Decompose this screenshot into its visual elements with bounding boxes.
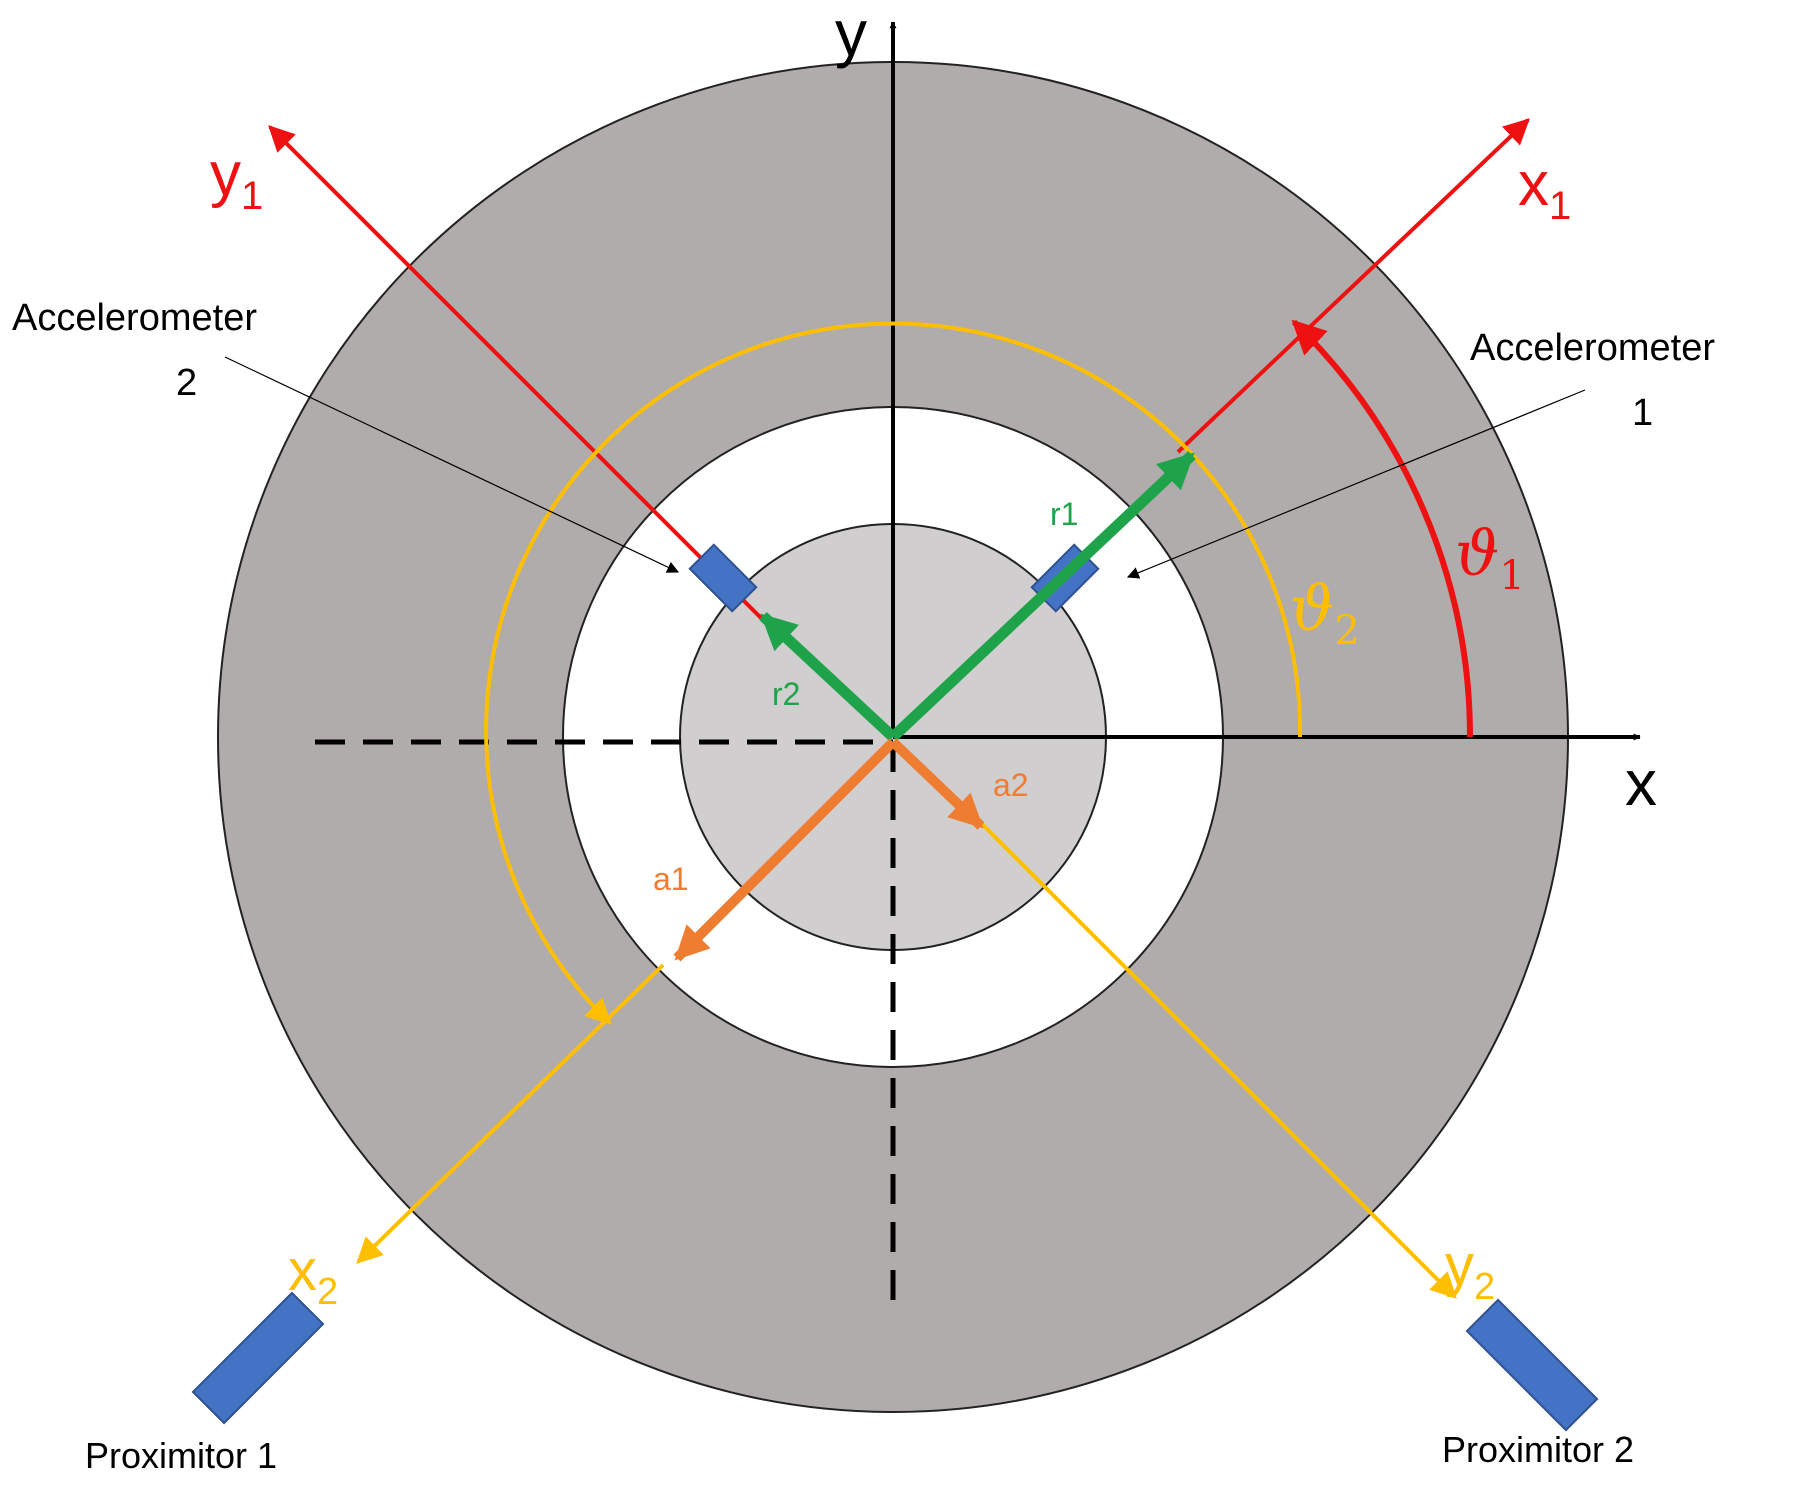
a1-vector <box>673 738 897 962</box>
r2-vector <box>759 611 897 742</box>
x2-label: x2 <box>288 1238 338 1313</box>
accelerometer-2-leader <box>224 356 680 573</box>
theta1-label-sub: 1 <box>1499 553 1524 599</box>
axis-y-label: y <box>835 0 867 69</box>
proximitor-1-label: Proximitor 1 <box>85 1435 277 1476</box>
a2-label: a2 <box>993 767 1029 803</box>
y2-axis <box>976 818 1457 1299</box>
a2-vector <box>889 738 985 830</box>
y2-label-sub: 2 <box>1474 1266 1495 1308</box>
accelerometer-2-label-line1: Accelerometer <box>12 297 257 339</box>
x2-axis <box>356 963 665 1264</box>
proximitor-2-icon <box>1465 1298 1599 1432</box>
y2-label: y2 <box>1445 1233 1495 1308</box>
y1-label-sub: 1 <box>241 174 263 218</box>
theta2-label-main: ϑ <box>1290 572 1334 645</box>
accelerometer-1-label-line1: Accelerometer <box>1470 327 1715 369</box>
x1-label-main: x <box>1518 150 1549 219</box>
proximitor-1-icon <box>191 1291 325 1425</box>
theta1-label-main: ϑ <box>1455 517 1499 590</box>
y1-label: y1 <box>210 140 263 218</box>
accelerometer-2-label-line2: 2 <box>176 362 197 404</box>
x2-label-sub: 2 <box>317 1271 338 1313</box>
accelerometer-1-label-line2: 1 <box>1632 392 1653 434</box>
a1-label: a1 <box>653 861 689 897</box>
theta2-label: ϑ2 <box>1290 572 1360 654</box>
r1-vector <box>889 450 1196 742</box>
x1-label-sub: 1 <box>1549 184 1571 228</box>
x1-axis <box>1176 118 1530 454</box>
r2-label: r2 <box>772 676 800 712</box>
axis-x-label: x <box>1625 747 1657 819</box>
theta2-label-sub: 2 <box>1334 608 1359 654</box>
x2-label-main: x <box>288 1238 317 1303</box>
y1-label-main: y <box>210 140 241 209</box>
y1-axis <box>268 125 765 622</box>
x1-label: x1 <box>1518 150 1571 228</box>
proximitor-2-label: Proximitor 2 <box>1442 1429 1634 1470</box>
theta1-label: ϑ1 <box>1455 517 1525 599</box>
accelerometer-2-icon <box>688 543 758 613</box>
y2-label-main: y <box>1445 1233 1474 1298</box>
theta1-arc <box>1291 319 1473 738</box>
r1-label: r1 <box>1050 496 1078 532</box>
theta2-arc <box>484 321 1303 1025</box>
accelerometer-1-leader <box>1126 389 1586 579</box>
